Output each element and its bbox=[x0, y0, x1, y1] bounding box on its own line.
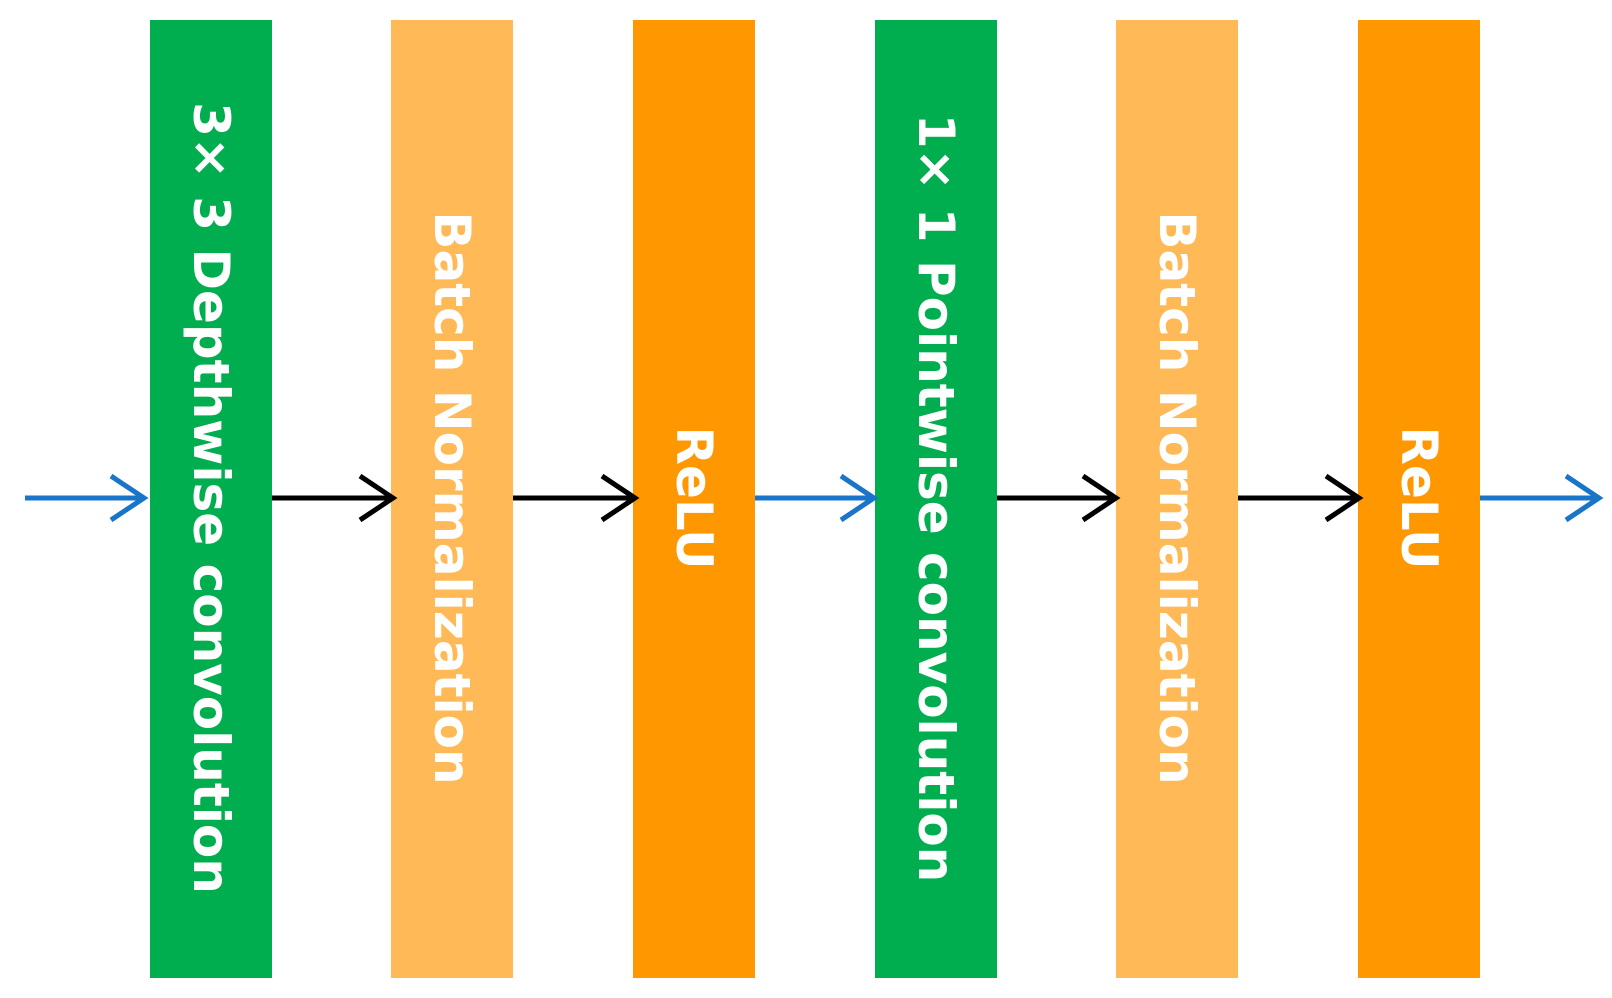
batch-norm-label-2: Batch Normalization bbox=[1148, 211, 1206, 784]
pointwise-conv-label: 1× 1 Pointwise convolution bbox=[907, 114, 965, 883]
arrow-pointwise-to-bn bbox=[997, 473, 1121, 523]
output-arrow bbox=[1480, 473, 1604, 523]
arrow-depthwise-to-bn bbox=[272, 473, 398, 523]
batch-norm-block-2 bbox=[1116, 20, 1238, 978]
arrow-bn-to-relu-2 bbox=[1238, 473, 1364, 523]
batch-norm-label-1: Batch Normalization bbox=[423, 211, 481, 784]
relu-block-1 bbox=[633, 20, 755, 978]
depthwise-conv-block bbox=[150, 20, 272, 978]
arrow-bn-to-relu bbox=[513, 473, 640, 523]
relu-label-1: ReLU bbox=[665, 426, 723, 569]
batch-norm-block-1 bbox=[391, 20, 513, 978]
relu-label-2: ReLU bbox=[1390, 426, 1448, 569]
relu-block-2 bbox=[1358, 20, 1480, 978]
arrow-relu-to-pointwise bbox=[755, 473, 879, 523]
depthwise-conv-label: 3× 3 Depthwise convolution bbox=[182, 102, 240, 894]
input-arrow bbox=[25, 473, 149, 523]
pointwise-conv-block bbox=[875, 20, 997, 978]
